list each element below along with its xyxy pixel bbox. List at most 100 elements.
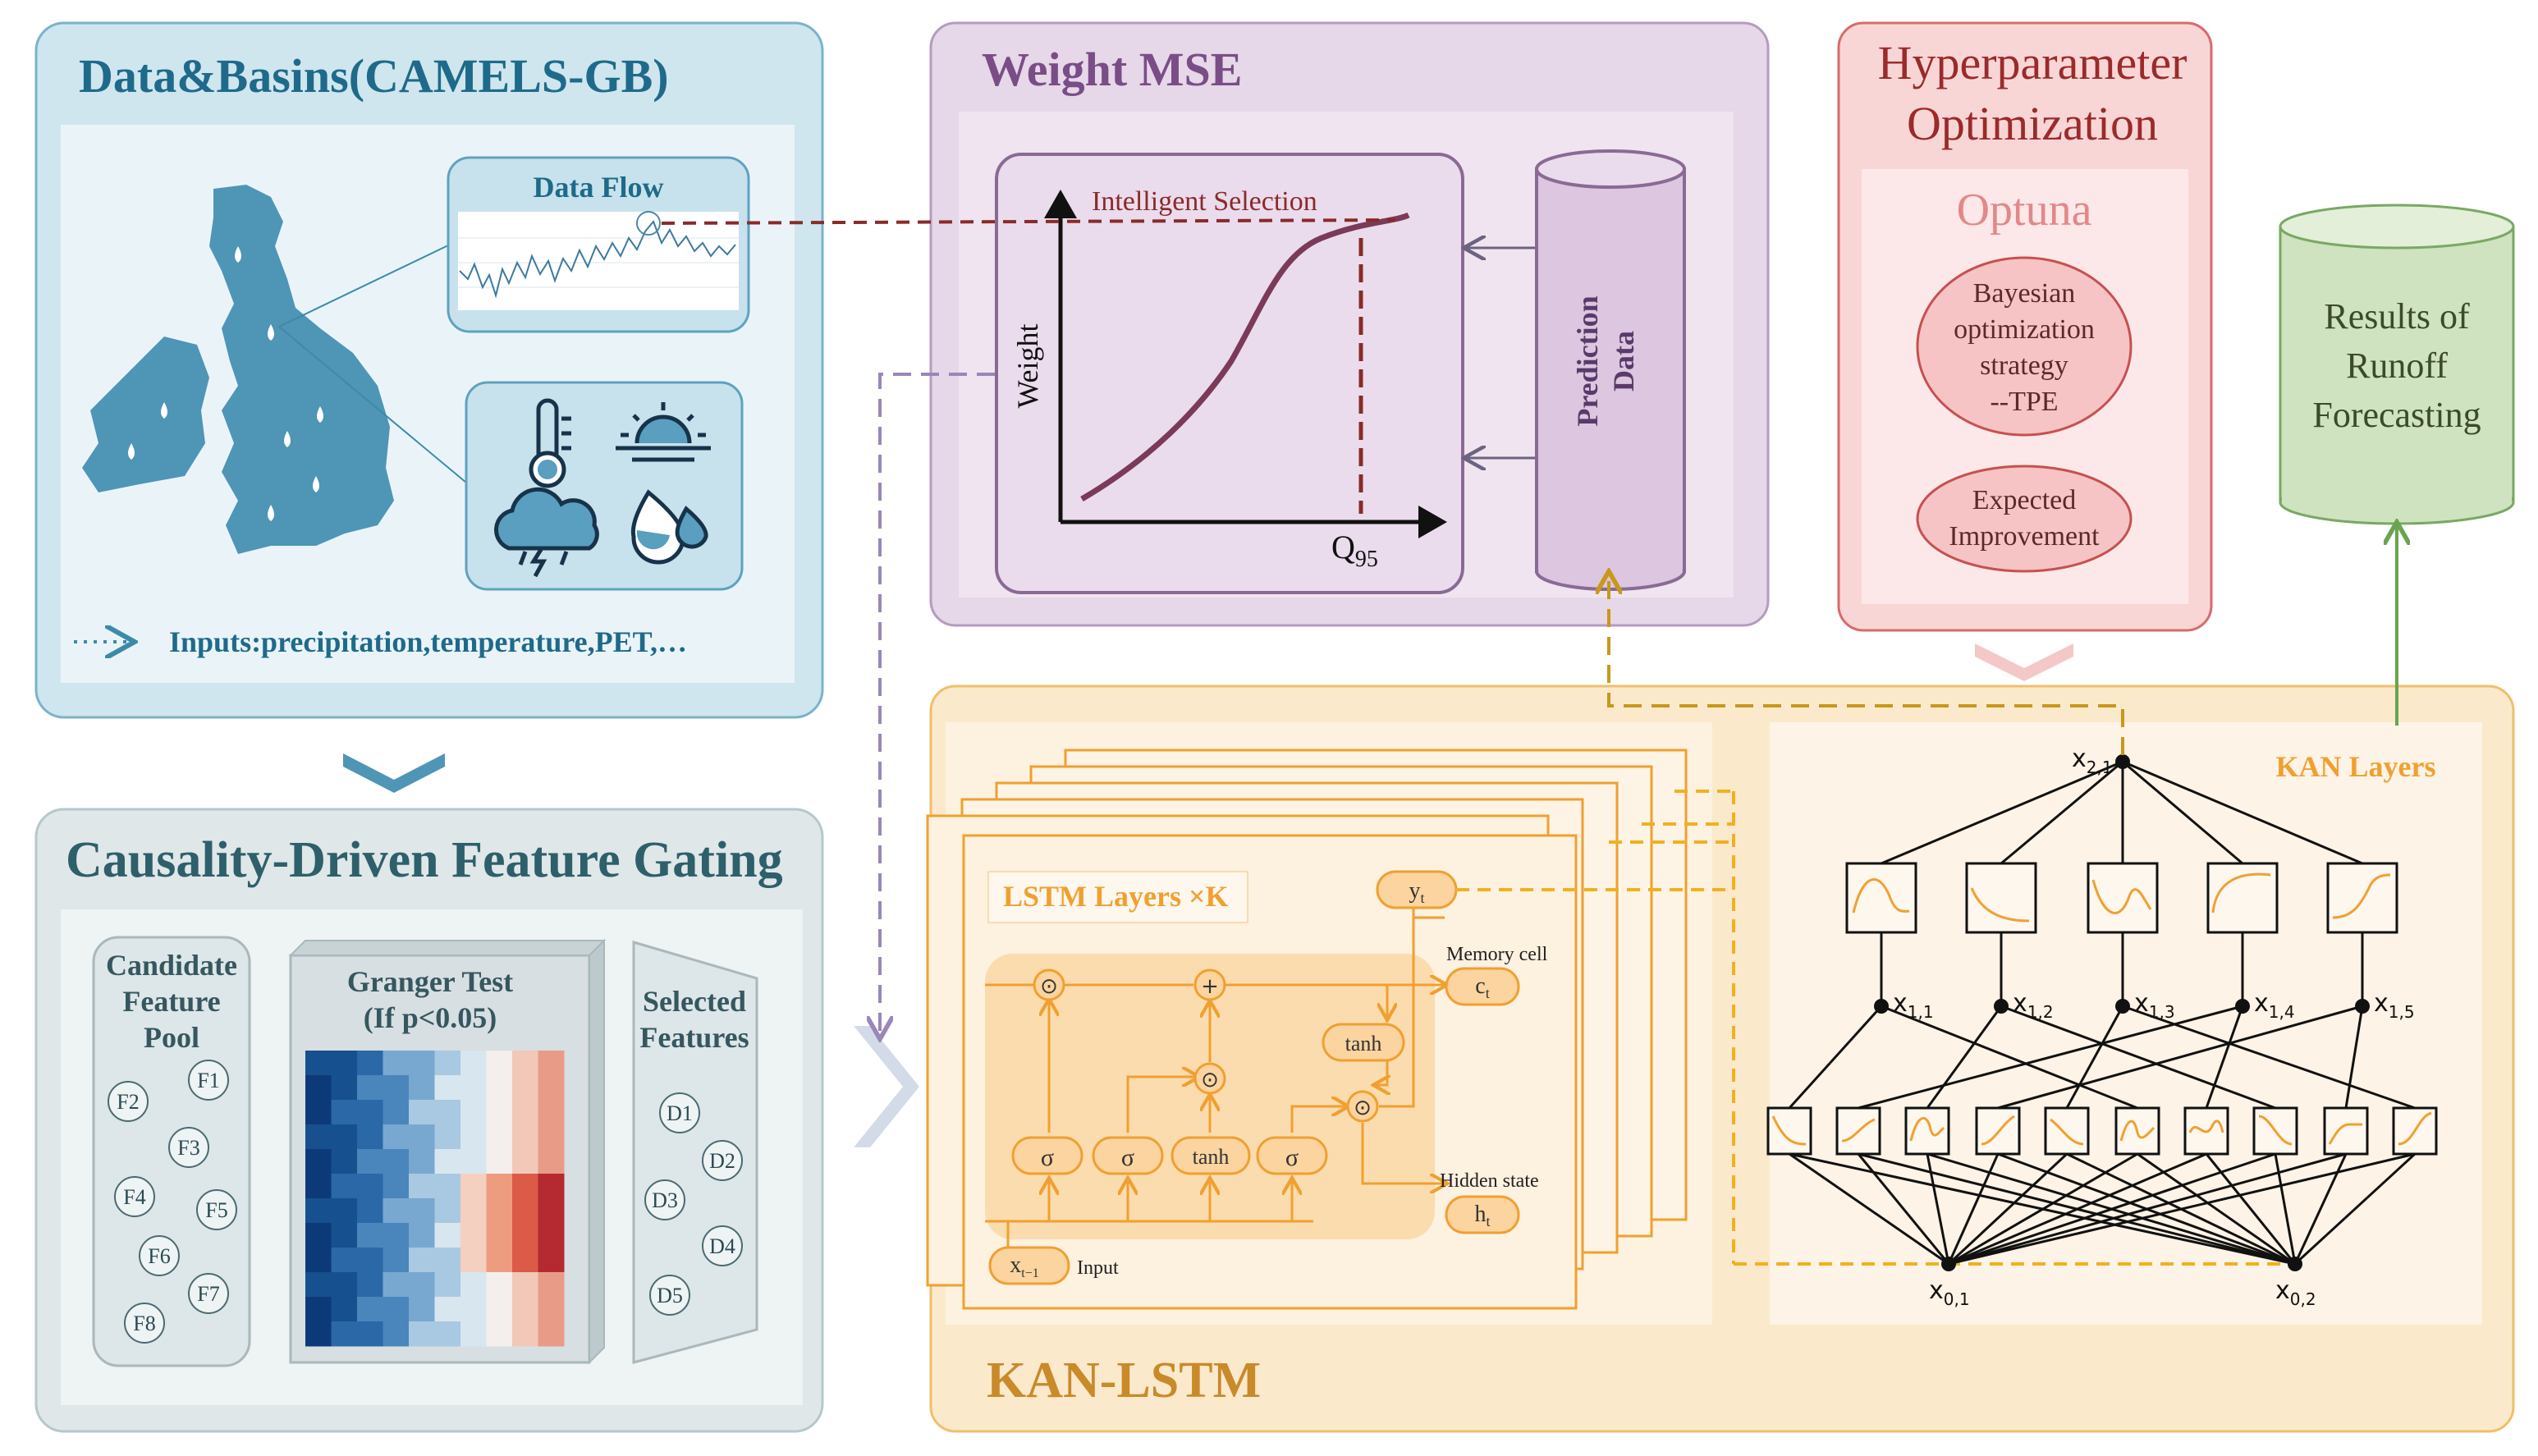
- y-label: yt: [1409, 878, 1424, 906]
- candidate-title-1: Candidate: [106, 949, 237, 982]
- pointwise-ops: ⊙ + ⊙ ⊙: [1033, 968, 1379, 1123]
- heatmap-cell: [538, 1174, 565, 1199]
- heatmap-cell: [538, 1272, 565, 1298]
- optuna-label: Optuna: [1957, 185, 2092, 236]
- heatmap-cell: [357, 1051, 383, 1076]
- kan-node-label: x0,2: [2275, 1276, 2316, 1309]
- uk-map: [82, 185, 394, 554]
- kan-edge: [2293, 1152, 2417, 1266]
- heatmap-cell: [383, 1051, 410, 1076]
- heatmap-cell: [434, 1124, 461, 1150]
- heatmap-cell: [512, 1100, 538, 1125]
- chevron-down-icon: [343, 753, 445, 793]
- selected-feature-circle: [649, 1275, 690, 1316]
- heatmap-cell: [512, 1149, 538, 1174]
- heatmap-cell: [357, 1321, 383, 1347]
- chevron-down-small-icon: [1975, 643, 2073, 681]
- heatmap-cell: [434, 1321, 461, 1347]
- heatmap-cell: [383, 1297, 410, 1322]
- heatmap-cell: [460, 1321, 487, 1347]
- kan-small-activation-box: [2044, 1106, 2090, 1156]
- heatmap-cell: [383, 1321, 410, 1347]
- candidate-title-3: Pool: [144, 1021, 199, 1054]
- heatmap-cell: [538, 1051, 565, 1076]
- bayesian-line-4: --TPE: [1990, 387, 2058, 417]
- granger-title-2: (If p<0.05): [364, 1001, 497, 1034]
- lstm-to-kan-connectors: [1456, 790, 2298, 1266]
- heatmap-cell: [357, 1272, 383, 1298]
- heatmap-cell: [331, 1174, 358, 1199]
- candidate-feature-circle: [108, 1081, 149, 1122]
- heatmap-cell: [357, 1248, 383, 1273]
- heatmap-cell: [460, 1149, 487, 1174]
- data-flow-connector: [661, 218, 1396, 225]
- selected-feature-circle: [702, 1140, 743, 1181]
- hyperparameter-title-2: Optimization: [1907, 97, 2158, 150]
- kan-edge: [2122, 760, 2363, 865]
- heatmap-cell: [460, 1100, 487, 1125]
- kan-small-activation-curve: [1909, 1116, 1945, 1142]
- candidate-feature-circle: [196, 1189, 237, 1230]
- heatmap-cell: [434, 1100, 461, 1125]
- candidate-feature-label: F7: [197, 1282, 219, 1306]
- heatmap-cell: [331, 1321, 358, 1347]
- kan-lstm-panel: KAN-LSTM LSTM Layers ×K: [926, 685, 2515, 1433]
- weight-curve-box: [995, 153, 1464, 594]
- kan-activation-curve: [2091, 879, 2152, 914]
- prediction-data-cylinder: Prediction Data: [1535, 149, 1686, 591]
- heatmap-cell: [512, 1272, 538, 1298]
- heatmap-cell: [486, 1297, 513, 1322]
- selected-title-1: Selected: [643, 985, 746, 1018]
- kan-edge: [1948, 1152, 2207, 1266]
- heatmap-cell: [486, 1149, 513, 1174]
- heatmap-cell: [434, 1198, 461, 1224]
- selected-feature-label: D4: [709, 1234, 735, 1258]
- kan-edge: [1948, 1152, 2347, 1266]
- thermometer-icon: [529, 398, 571, 488]
- bayesian-line-3: strategy: [1980, 350, 2068, 381]
- heatmap-cell: [409, 1297, 435, 1322]
- kan-node-label: x2,1: [2072, 744, 2113, 777]
- heatmap-cell: [357, 1198, 383, 1224]
- prediction-label-2: Data: [1607, 331, 1640, 391]
- kan-edge: [2000, 760, 2123, 865]
- gate-tanh-1: tanh: [1193, 1145, 1230, 1169]
- selected-feature-label: D5: [657, 1284, 683, 1307]
- output-y-node: yt: [1376, 870, 1458, 909]
- heatmap-cell: [434, 1272, 461, 1298]
- kan-small-activation-box: [2323, 1106, 2369, 1156]
- selected-feature-circle: [702, 1225, 743, 1266]
- heatmap-cell: [486, 1051, 513, 1076]
- heatmap-cell: [331, 1198, 358, 1224]
- kan-edge: [2065, 1005, 2124, 1109]
- kan-edge: [2205, 1005, 2244, 1109]
- kan-small-activation-box: [1766, 1106, 1812, 1156]
- kan-to-prediction-connector: [1609, 575, 2124, 755]
- heatmap-cell: [331, 1223, 358, 1248]
- granger-test-block: Granger Test (If p<0.05): [288, 938, 607, 1365]
- kan-edge: [1881, 760, 2123, 865]
- heatmap-cell: [538, 1198, 565, 1224]
- data-basins-title: Data&Basins(CAMELS-GB): [79, 49, 669, 103]
- gate-sigma-3: σ: [1285, 1144, 1299, 1171]
- kan-node: [2355, 999, 2370, 1014]
- heatmap-cell: [331, 1100, 358, 1125]
- kan-small-activation-curve: [2328, 1123, 2362, 1145]
- heatmap-cell: [305, 1174, 332, 1199]
- heatmap-cell: [512, 1124, 538, 1150]
- kan-edge: [1947, 1152, 2068, 1266]
- granger-title-1: Granger Test: [347, 965, 513, 998]
- heatmap-cell: [486, 1248, 513, 1273]
- selected-feature-label: D1: [667, 1101, 693, 1125]
- candidate-feature-label: F2: [117, 1090, 139, 1114]
- kan-edge: [1926, 1153, 1950, 1265]
- output-gate-sigma: σ: [1256, 1136, 1328, 1175]
- lstm-layers-label: LSTM Layers ×K: [1003, 880, 1229, 913]
- heatmap-cell: [538, 1248, 565, 1273]
- heatmap-cell: [434, 1223, 461, 1248]
- heatmap-cell: [305, 1248, 332, 1273]
- heatmap-cell: [512, 1321, 538, 1347]
- kan-node: [2288, 1257, 2302, 1271]
- weight-to-lstm-connector: [880, 373, 995, 1036]
